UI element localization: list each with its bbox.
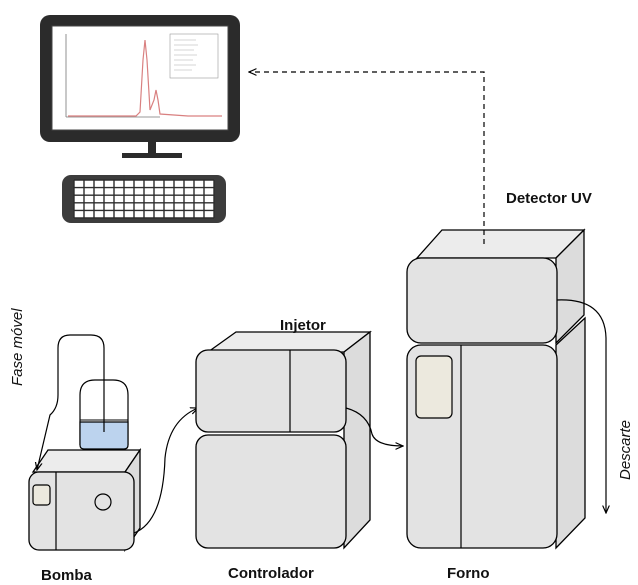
label-bomba: Bomba — [41, 567, 92, 584]
detector-icon — [406, 228, 586, 345]
flow-arrow-injector-oven — [345, 407, 403, 446]
keyboard-icon — [62, 175, 226, 223]
label-controlador: Controlador — [228, 565, 314, 582]
label-detector-uv: Detector UV — [506, 190, 592, 207]
chromatogram-thumbnail — [65, 33, 222, 118]
label-descarte: Descarte — [617, 420, 634, 480]
oven-icon — [406, 316, 586, 550]
waste-arrow — [556, 299, 606, 513]
flow-arrow-pump-injector — [133, 408, 198, 534]
pump-icon — [28, 447, 142, 553]
label-fase-movel: Fase móvel — [9, 308, 26, 386]
injector-icon — [195, 330, 372, 550]
label-injetor: Injetor — [280, 317, 326, 334]
monitor-icon — [40, 15, 240, 158]
signal-arrow-detector-computer — [249, 72, 485, 244]
label-forno: Forno — [447, 565, 490, 582]
solvent-line — [37, 334, 105, 470]
